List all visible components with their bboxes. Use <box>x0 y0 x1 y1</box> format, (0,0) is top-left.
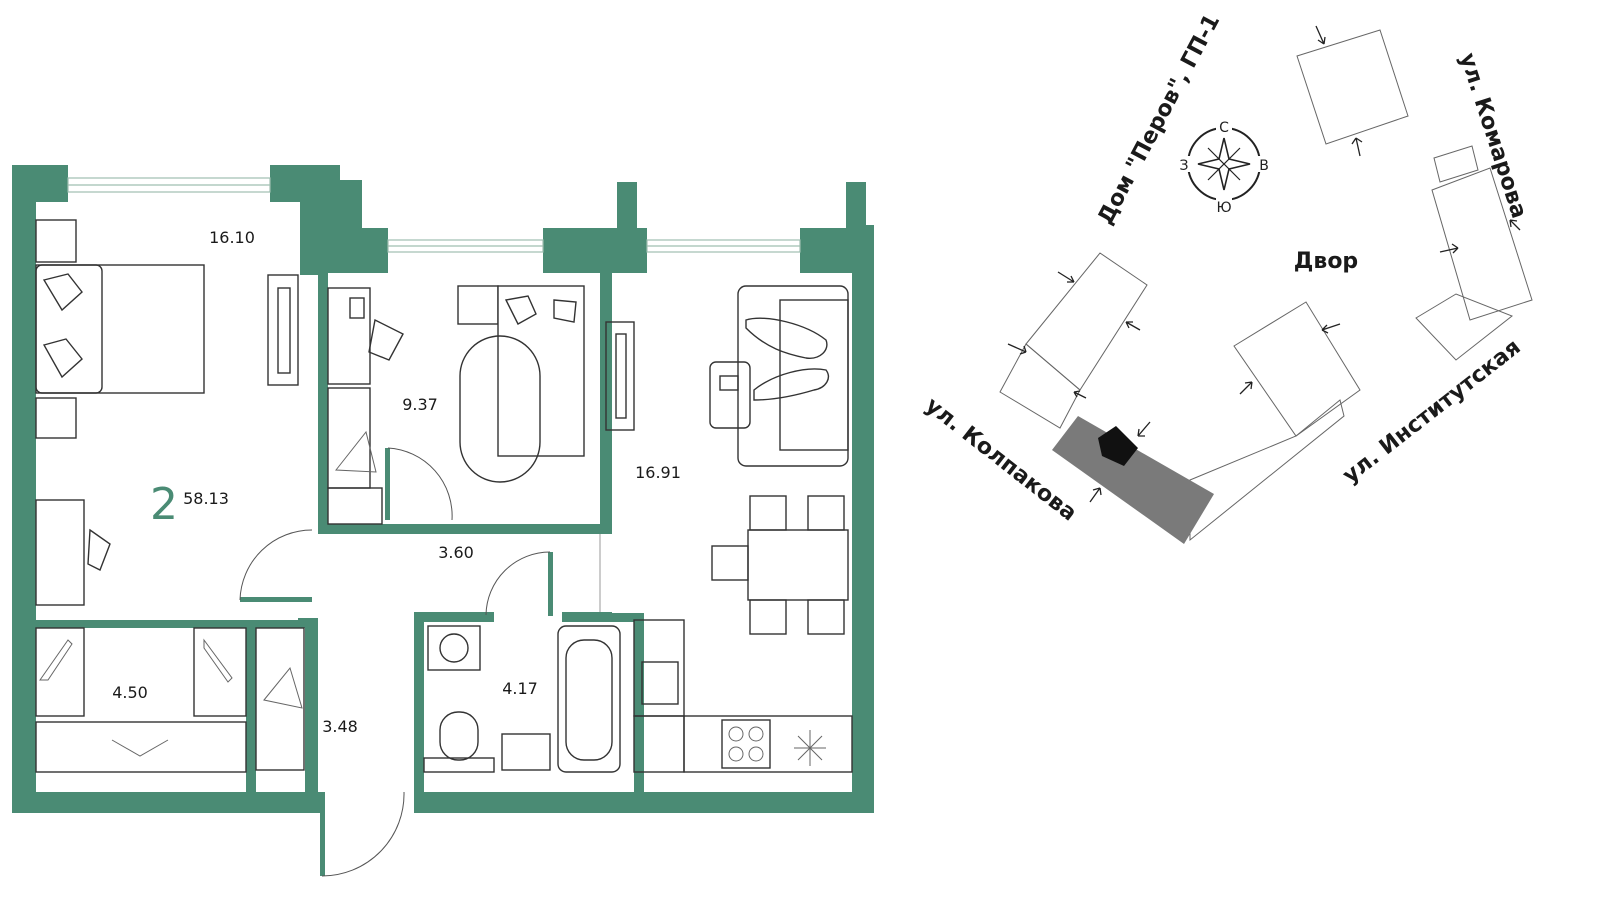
area-children: 9.37 <box>402 395 438 414</box>
compass-south: Ю <box>1216 200 1231 216</box>
area-bathroom: 4.17 <box>502 679 538 698</box>
rooms-count: 2 <box>150 479 178 530</box>
site-plan: С Ю В З Дом "Перов", ГП-1 Двор ул. Комар… <box>920 10 1533 544</box>
street-komarova: ул. Комарова <box>1454 50 1531 221</box>
entrance-arrows <box>1007 25 1521 503</box>
compass-west: З <box>1180 158 1189 174</box>
room-area-labels: 16.10 9.37 16.91 3.60 4.50 3.48 4.17 2 5… <box>112 228 681 736</box>
apartment-walls <box>12 165 874 813</box>
compass-icon: С Ю В З <box>1178 120 1270 216</box>
area-living-kitchen: 16.91 <box>635 463 681 482</box>
wardrobe-furniture <box>35 627 305 773</box>
courtyard-label: Двор <box>1294 249 1358 274</box>
section-marker <box>1098 426 1138 466</box>
area-wardrobe: 4.50 <box>112 683 148 702</box>
living-furniture <box>605 285 853 773</box>
bathroom-furniture <box>423 625 621 773</box>
street-kolpakova: ул. Колпакова <box>920 393 1081 526</box>
total-area: 58.13 <box>183 489 229 508</box>
highlighted-building <box>1052 416 1214 544</box>
bedroom-furniture <box>35 219 299 606</box>
doors <box>239 447 553 877</box>
area-entrance: 3.48 <box>322 717 358 736</box>
area-bedroom: 16.10 <box>209 228 255 247</box>
street-institutskaya: ул. Институтская <box>1338 335 1525 489</box>
children-furniture <box>327 285 585 525</box>
windows <box>67 177 801 253</box>
compass-east: В <box>1259 158 1269 174</box>
compass-north: С <box>1219 120 1229 136</box>
area-hall: 3.60 <box>438 543 474 562</box>
